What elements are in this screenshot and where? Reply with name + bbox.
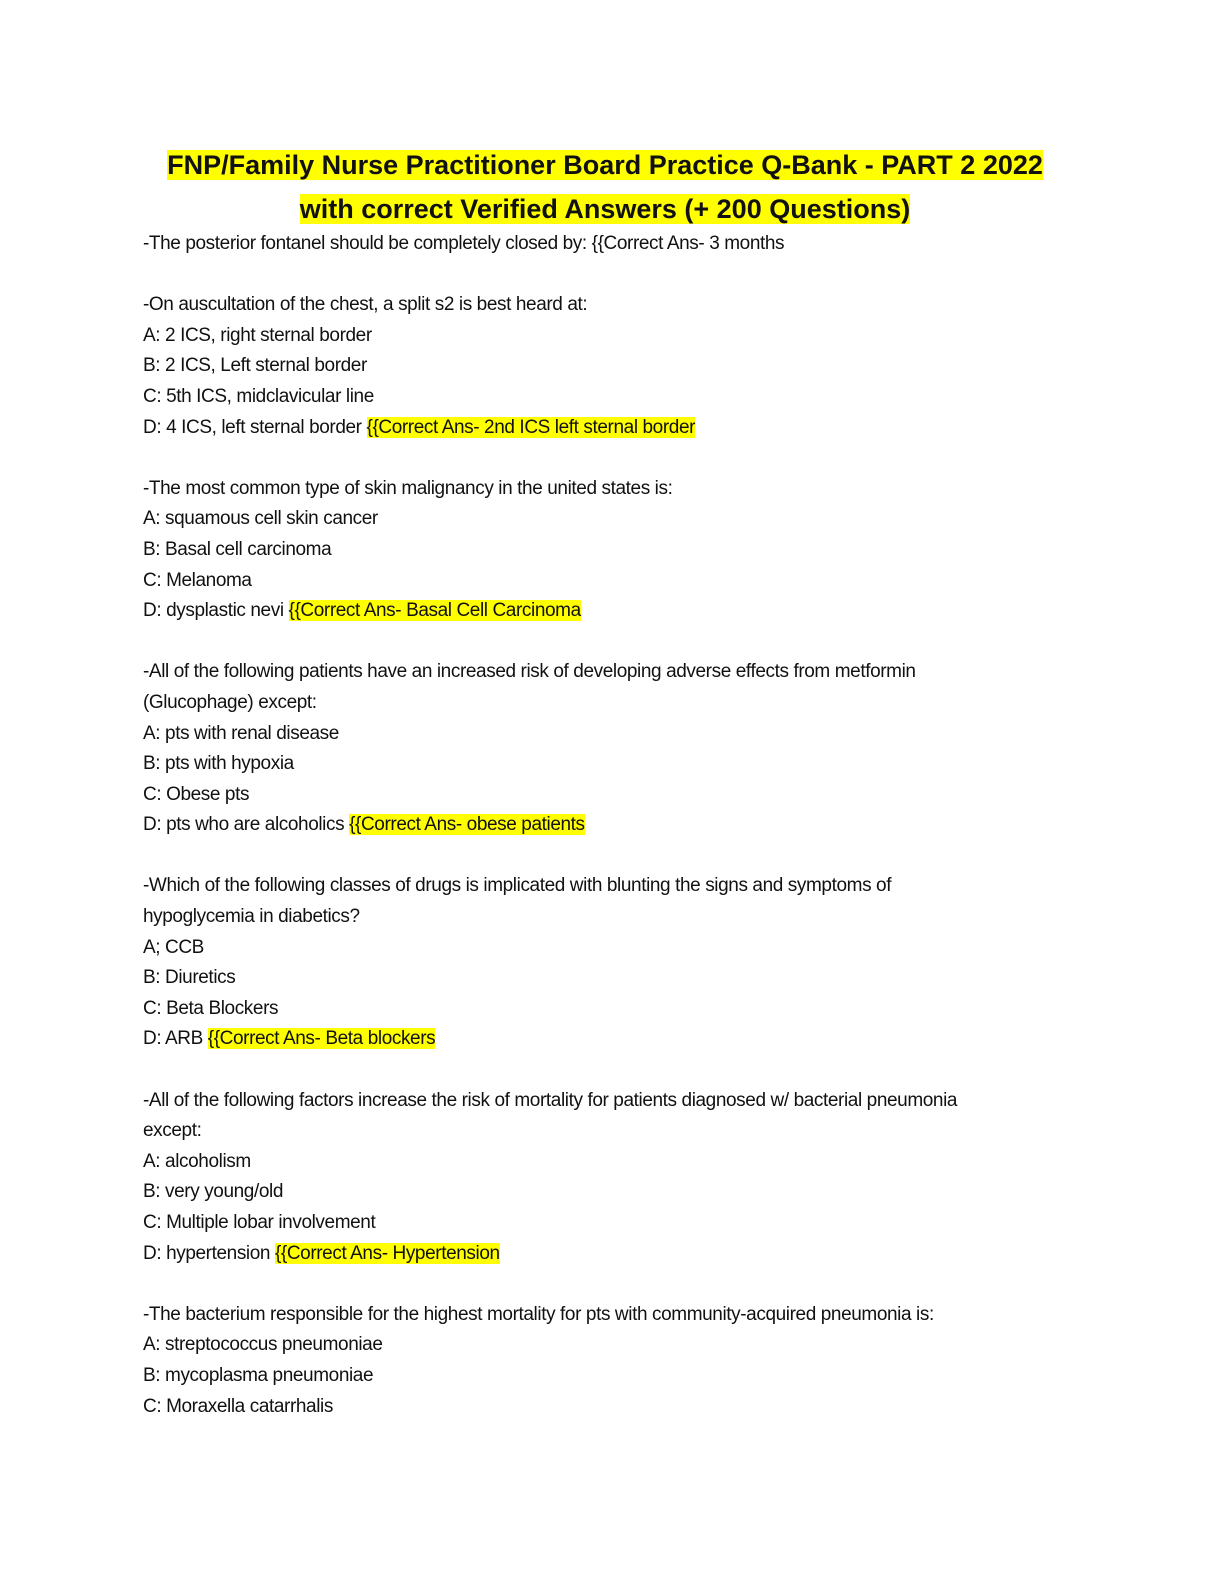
option-c: C: Melanoma xyxy=(143,569,252,591)
option-d: D: pts who are alcoholics {{Correct Ans-… xyxy=(143,810,1083,841)
option-a: A: 2 ICS, right sternal border xyxy=(143,324,372,346)
question-block: -On auscultation of the chest, a split s… xyxy=(143,290,1083,443)
option-b: B: 2 ICS, Left sternal border xyxy=(143,355,367,377)
spacer xyxy=(143,627,1083,658)
question-stem-line-2: hypoglycemia in diabetics? xyxy=(143,906,360,928)
option-d-text: D: 4 ICS, left sternal border xyxy=(143,416,367,438)
question-stem-line-2: except: xyxy=(143,1120,202,1142)
option-a: A; CCB xyxy=(143,936,204,958)
option-d: D: 4 ICS, left sternal border {{Correct … xyxy=(143,413,1083,444)
question-block: -Which of the following classes of drugs… xyxy=(143,871,1083,1055)
spacer xyxy=(143,443,1083,474)
option-d: D: ARB {{Correct Ans- Beta blockers xyxy=(143,1024,1083,1055)
correct-answer: {{Correct Ans- Hypertension xyxy=(274,1242,500,1264)
question-stem-line-1: -All of the following patients have an i… xyxy=(143,661,916,683)
question-block: -All of the following patients have an i… xyxy=(143,657,1083,841)
option-a: A: alcoholism xyxy=(143,1150,251,1172)
option-c: C: Obese pts xyxy=(143,783,250,805)
question-list: -The posterior fontanel should be comple… xyxy=(143,229,1083,1422)
option-b: B: Diuretics xyxy=(143,967,236,989)
option-c: C: Moraxella catarrhalis xyxy=(143,1395,333,1417)
option-c: C: 5th ICS, midclavicular line xyxy=(143,385,374,407)
option-d-text: D: hypertension xyxy=(143,1242,275,1264)
correct-answer: {{Correct Ans- Basal Cell Carcinoma xyxy=(288,600,581,622)
question-block: -The most common type of skin malignancy… xyxy=(143,474,1083,627)
question-stem-line-1: -Which of the following classes of drugs… xyxy=(143,875,892,897)
option-d: D: hypertension {{Correct Ans- Hypertens… xyxy=(143,1239,1083,1270)
title-line-1: FNP/Family Nurse Practitioner Board Prac… xyxy=(167,150,1043,180)
document-title: FNP/Family Nurse Practitioner Board Prac… xyxy=(143,143,1067,231)
spacer xyxy=(143,841,1083,872)
option-d: D: dysplastic nevi {{Correct Ans- Basal … xyxy=(143,596,1083,627)
option-b: B: pts with hypoxia xyxy=(143,753,294,775)
option-d-text: D: pts who are alcoholics xyxy=(143,814,350,836)
spacer xyxy=(143,260,1083,291)
option-c: C: Beta Blockers xyxy=(143,997,279,1019)
spacer xyxy=(143,1055,1083,1086)
question-stem-line-2: (Glucophage) except: xyxy=(143,691,317,713)
option-d-text: D: ARB xyxy=(143,1028,208,1050)
question-stem: -The bacterium responsible for the highe… xyxy=(143,1303,934,1325)
option-d-text: D: dysplastic nevi xyxy=(143,600,289,622)
question-stem: -The posterior fontanel should be comple… xyxy=(143,233,785,254)
option-a: A: pts with renal disease xyxy=(143,722,339,744)
title-line-2: with correct Verified Answers (+ 200 Que… xyxy=(299,194,911,224)
question-block: -The bacterium responsible for the highe… xyxy=(143,1300,1083,1422)
option-a: A: squamous cell skin cancer xyxy=(143,508,378,530)
option-c: C: Multiple lobar involvement xyxy=(143,1212,376,1233)
question-stem: -On auscultation of the chest, a split s… xyxy=(143,294,588,316)
option-a: A: streptococcus pneumoniae xyxy=(143,1334,383,1356)
question-block: -The posterior fontanel should be comple… xyxy=(143,229,1083,260)
correct-answer: {{Correct Ans- obese patients xyxy=(349,814,585,836)
question-stem-line-1: -All of the following factors increase t… xyxy=(143,1089,958,1111)
question-block: -All of the following factors increase t… xyxy=(143,1086,1083,1270)
option-b: B: mycoplasma pneumoniae xyxy=(143,1364,374,1386)
correct-answer: {{Correct Ans- 2nd ICS left sternal bord… xyxy=(366,416,696,438)
option-b: B: Basal cell carcinoma xyxy=(143,538,332,560)
spacer xyxy=(143,1269,1083,1300)
correct-answer: {{Correct Ans- Beta blockers xyxy=(207,1028,436,1050)
question-stem: -The most common type of skin malignancy… xyxy=(143,477,673,499)
option-b: B: very young/old xyxy=(143,1181,284,1203)
